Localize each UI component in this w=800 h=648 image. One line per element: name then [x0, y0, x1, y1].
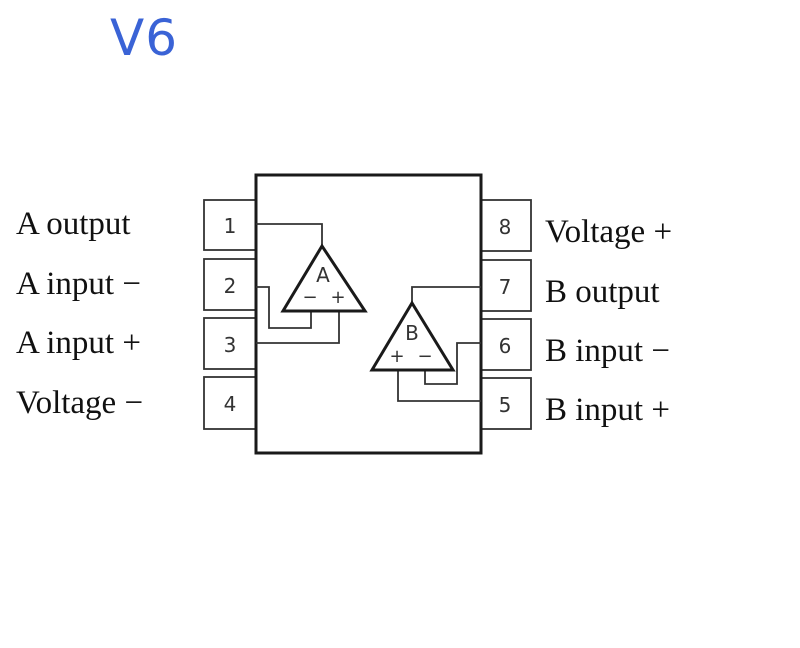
pin-4-box [203, 376, 257, 430]
amplifier-a: A − + [280, 243, 368, 313]
amp-a-letter: A [316, 263, 330, 287]
pin-6: 6 B input − [480, 318, 670, 371]
pin-2-label: A input − [16, 266, 141, 302]
pin-8: 8 Voltage + [480, 199, 672, 252]
pin-8-number: 8 [499, 215, 512, 239]
wire-b-output [411, 286, 481, 303]
pin-3: 3 A input + [16, 317, 257, 370]
wire-b-minus [424, 342, 481, 385]
amp-b-letter: B [405, 321, 419, 345]
wire-b-plus [397, 370, 481, 402]
pin-8-label: Voltage + [545, 214, 672, 250]
pin-6-number: 6 [499, 334, 512, 358]
pin-2-box [203, 258, 257, 311]
pin-1-box [203, 199, 257, 251]
amp-a-triangle [280, 243, 368, 313]
pin-5-label: B input + [545, 392, 670, 428]
pin-3-label: A input + [16, 325, 141, 361]
amp-a-minus-sign: − [302, 287, 317, 308]
amp-b-triangle [369, 300, 456, 372]
amp-a-plus-sign: + [330, 287, 345, 308]
diagram-title: V6 [110, 9, 179, 67]
amp-b-plus-sign: + [389, 346, 404, 367]
amplifier-b: B + − [369, 300, 456, 372]
wire-a-output [256, 223, 323, 246]
pin-7: 7 B output [480, 259, 660, 312]
pin-4-number: 4 [224, 392, 237, 416]
pin-4: 4 Voltage − [16, 376, 257, 430]
pin-5: 5 B input + [480, 377, 670, 430]
pin-1-label: A output [16, 206, 131, 242]
pin-6-box [480, 318, 532, 371]
pin-1: 1 A output [16, 199, 257, 251]
amp-b-wiring [397, 286, 481, 402]
pin-5-number: 5 [499, 393, 512, 417]
amp-b-minus-sign: − [417, 346, 432, 367]
wire-a-plus [256, 311, 340, 344]
pin-3-number: 3 [224, 333, 237, 357]
pin-6-label: B input − [545, 333, 670, 369]
pin-8-box [480, 199, 532, 252]
pin-7-box [480, 259, 532, 312]
pin-3-box [203, 317, 257, 370]
chip-body [254, 173, 483, 455]
pin-2-number: 2 [224, 274, 237, 298]
wire-a-minus [256, 286, 312, 329]
amp-a-wiring [256, 223, 340, 344]
pin-7-label: B output [545, 274, 660, 310]
pin-1-number: 1 [224, 214, 237, 238]
pin-7-number: 7 [499, 275, 512, 299]
pin-2: 2 A input − [16, 258, 257, 311]
pin-4-label: Voltage − [16, 385, 143, 421]
